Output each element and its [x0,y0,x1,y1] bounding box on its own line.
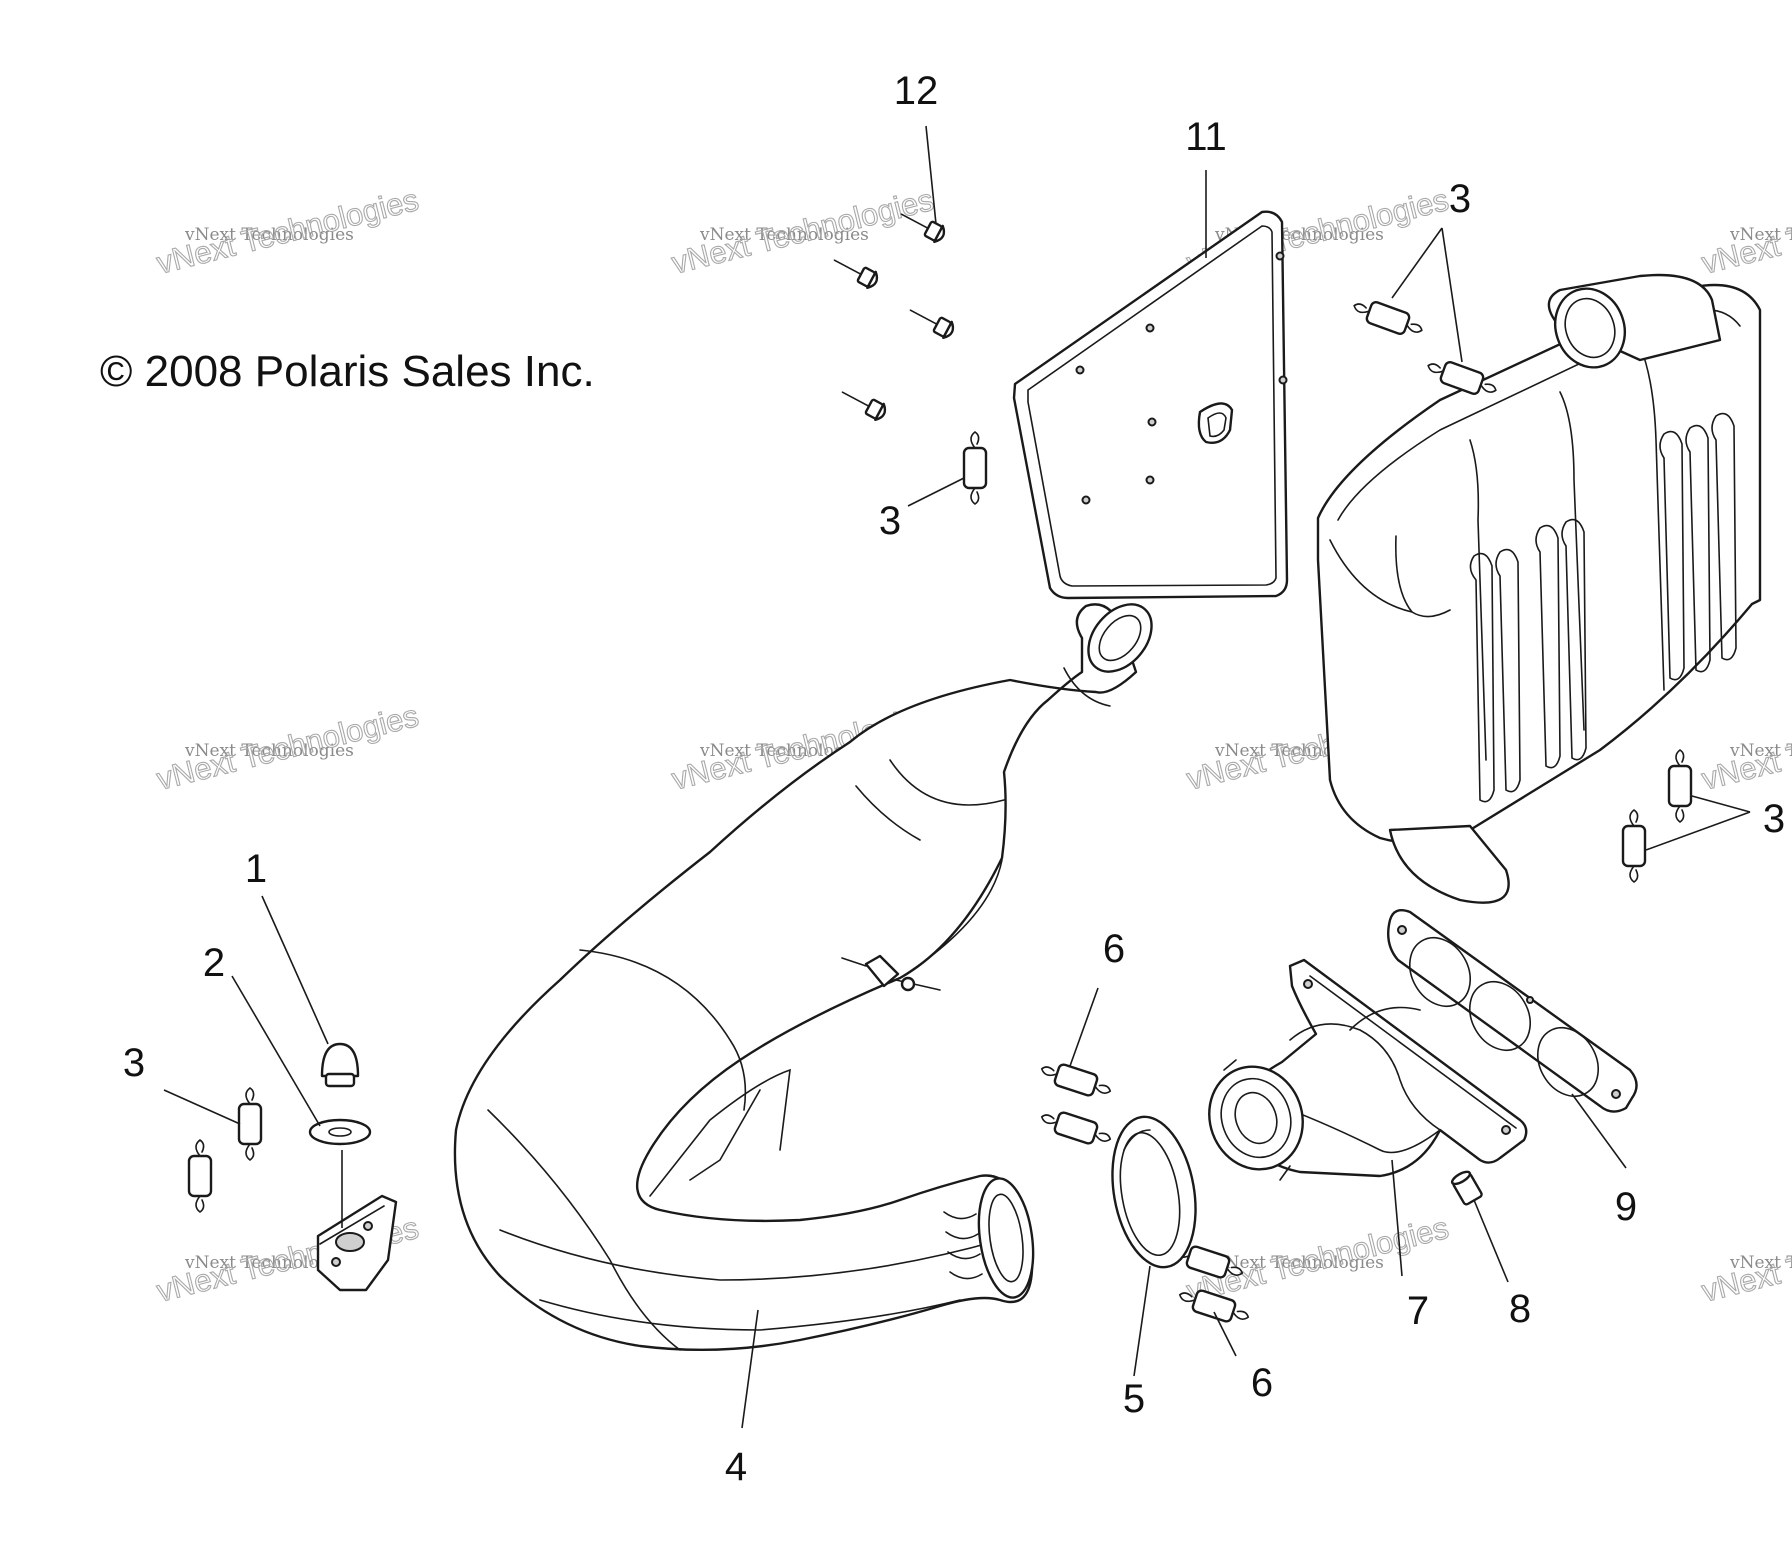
bracket [316,1194,398,1292]
copyright-notice: © 2008 Polaris Sales Inc. [100,347,595,396]
callout-1: 1 [245,847,267,891]
part-6-spring [1178,1289,1250,1323]
callout-12: 12 [894,69,939,113]
callout-2: 2 [203,941,225,985]
callout-9: 9 [1615,1185,1637,1229]
svg-text:vNext Technologies: vNext Technologies [1729,225,1792,245]
part-3-spring [1353,301,1423,335]
callout-6: 6 [1103,927,1125,971]
svg-text:vNext Technologies: vNext Technologies [184,741,354,761]
part-10-muffler [1316,273,1762,904]
callout-8: 8 [1509,1287,1531,1331]
svg-text:vNext Technologies: vNext Technologies [1214,1253,1384,1273]
callout-3: 3 [1763,797,1785,841]
callout-labels: 12 11 3 3 3 3 1 2 6 6 5 7 8 9 4 [123,69,1785,1489]
svg-text:vNext Technologies: vNext Technologies [1729,1253,1792,1273]
leader-lines [163,125,1751,1429]
svg-text:vNext Technologies: vNext Technologies [699,741,869,761]
watermark: vNext Technologies vNext Technologies [668,181,938,281]
part-12-bolts [833,213,955,422]
part-7-exhaust-manifold [1208,958,1528,1181]
part-2-washer [308,1118,372,1146]
part-6-spring [1040,1111,1112,1145]
svg-text:vNext Technologies: vNext Technologies [699,225,869,245]
part-3-spring [1427,361,1497,395]
watermark: vNext Technologies vNext Technologies [153,697,423,797]
part-11-heat-shield [1012,210,1289,600]
watermark: vNext Technologies vNext Technologies [1698,181,1792,281]
callout-7: 7 [1407,1289,1429,1333]
callout-4: 4 [725,1445,747,1489]
watermark: vNext Technologies vNext Technologies [1698,1209,1792,1309]
svg-text:vNext Technologies: vNext Technologies [1729,741,1792,761]
part-4-expansion-chamber [453,603,1153,1352]
callout-3: 3 [1449,177,1471,221]
part-9-gasket [1387,909,1638,1113]
part-6-spring [1040,1063,1112,1097]
callout-5: 5 [1123,1377,1145,1421]
part-3-spring [187,1139,213,1213]
watermark: vNext Technologies vNext Technologies [153,181,423,281]
part-3-spring [962,431,988,505]
svg-text:vNext Technologies: vNext Technologies [184,225,354,245]
part-1-cap [320,1042,360,1088]
part-8-stud [1450,1170,1483,1206]
callout-3: 3 [123,1041,145,1085]
part-3-spring [237,1087,263,1161]
callout-11: 11 [1185,115,1227,159]
watermark: vNext Technologies vNext Technologies [1698,697,1792,797]
part-3-spring [1667,749,1693,823]
part-5-seal-ring [1111,1115,1197,1269]
callout-3: 3 [879,499,901,543]
svg-text:vNext Technologies: vNext Technologies [184,1253,354,1273]
callout-6: 6 [1251,1361,1273,1405]
part-3-spring [1621,809,1647,883]
